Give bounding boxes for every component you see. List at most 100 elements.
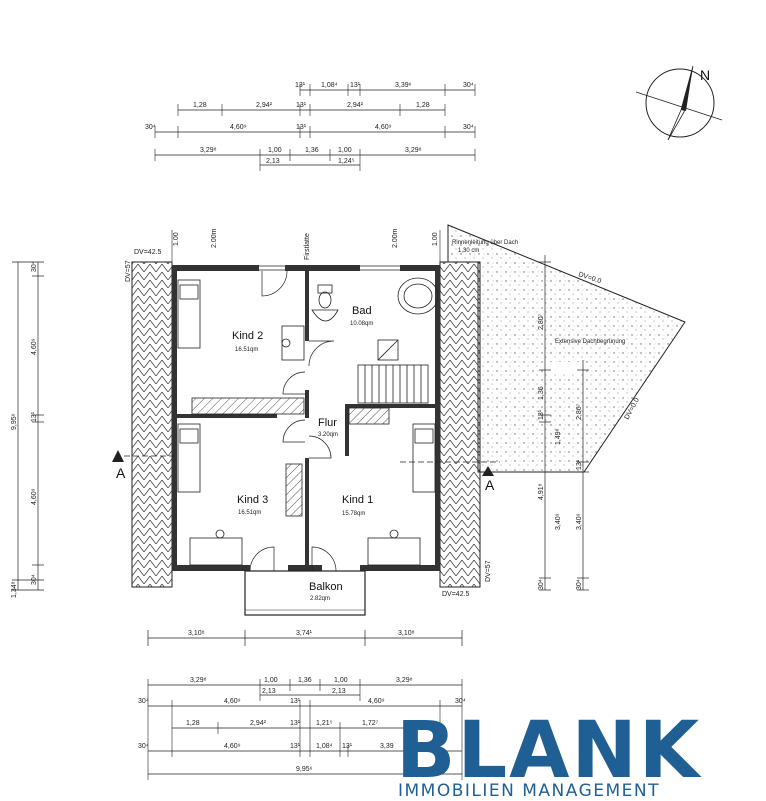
dim-label: 13¹ xyxy=(290,743,301,750)
room-flur-area: 3.20qm xyxy=(318,432,338,438)
green-roof-area: Extensive Dachbegrünung Rinnenleitung üb… xyxy=(447,224,686,473)
dim-label: 3,39 xyxy=(380,743,394,750)
dim-label: 1,34⁸ xyxy=(11,581,18,598)
dim-label: 13¹ xyxy=(350,82,361,89)
firstlatte-label: Firstlatte xyxy=(304,233,311,260)
dim-label: 3,29⁸ xyxy=(190,677,207,684)
balcony xyxy=(244,570,366,616)
dim-label: 30⁴ xyxy=(138,743,149,750)
dim-label: 9,95⁶ xyxy=(296,766,313,773)
room-balkon-area: 2.82qm xyxy=(310,596,330,602)
dim-label: 1,08⁴ xyxy=(316,743,333,750)
dim-label: 3,10⁸ xyxy=(188,630,205,637)
dv-bottom-right: DV=42.5 xyxy=(442,591,470,598)
dim-label: 13¹ xyxy=(296,124,307,131)
left-dimension-chains xyxy=(12,261,44,591)
roof-eaves: DV=57 DV=42.5 DV=57 DV=42.5 1.00 2.00m 2… xyxy=(125,228,492,598)
dim-label: 2,13 xyxy=(262,688,276,695)
dv-left: DV=57 xyxy=(125,260,132,282)
dim-label: 2,13 xyxy=(332,688,346,695)
section-a-left: A xyxy=(116,465,126,481)
dim-label: 1,28 xyxy=(186,720,200,727)
roof-note-1: Rinnenleitung über Dach xyxy=(452,240,518,246)
north-arrow-icon: N xyxy=(635,65,723,141)
dim-label: 13¹ xyxy=(31,411,38,422)
dim-label: 30⁴ xyxy=(463,124,474,131)
room-bad-area: 10.08qm xyxy=(350,321,373,327)
dim-label: 1,28 xyxy=(193,102,207,109)
dim-label: 30⁴ xyxy=(455,698,466,705)
dim-label: 4,60⁹ xyxy=(224,698,241,705)
dim-label: 13¹ xyxy=(290,720,301,727)
room-kind1-name: Kind 1 xyxy=(342,494,373,506)
right-dimension-labels: 2,80⁷ 1,36 13¹ 1,49⁶ 2,86⁷ 13¹ 4,91⁸ 3,4… xyxy=(538,313,583,590)
dim-label: 4,60⁹ xyxy=(31,338,38,355)
bottom-dimension-chains xyxy=(147,679,463,780)
dim-label: 1,00 xyxy=(268,147,282,154)
dim-label: 30⁴ xyxy=(463,82,474,89)
dim-label: 30⁴ xyxy=(576,579,583,590)
dim-label: 3,39⁶ xyxy=(395,82,412,89)
dim-label: 3,40⁹ xyxy=(576,513,583,530)
dv-right-bottom: DV=57 xyxy=(485,560,492,582)
eaves-dim: 1.00 xyxy=(432,232,439,246)
dim-label: 30⁴ xyxy=(138,698,149,705)
room-labels: Kind 2 16.51qm Bad 10.08qm Flur 3.20qm K… xyxy=(232,305,373,602)
windows xyxy=(259,265,400,271)
brand-tagline: IMMOBILIEN MANAGEMENT xyxy=(398,781,661,801)
room-kind3-area: 16.51qm xyxy=(238,510,261,516)
dim-label: 1,00 xyxy=(264,677,278,684)
dim-label: 1,36 xyxy=(538,386,545,400)
furniture xyxy=(177,277,439,566)
room-bad-name: Bad xyxy=(352,305,372,317)
dim-label: 1,36 xyxy=(298,677,312,684)
mid-bottom-chain xyxy=(147,630,463,646)
dim-label: 1,49⁶ xyxy=(555,428,562,445)
dim-label: 1,00 xyxy=(338,147,352,154)
dim-label: 4,60⁹ xyxy=(224,743,241,750)
dim-label: 4,60⁹ xyxy=(230,124,247,131)
room-kind1-area: 15.78qm xyxy=(342,511,365,517)
dim-label: 1,28 xyxy=(416,102,430,109)
dim-label: 1,24⁵ xyxy=(338,158,355,165)
bottom-dimension-labels: 3,29⁸ 1,00 1,36 1,00 3,29⁸ 2,13 2,13 30⁴… xyxy=(138,677,466,773)
dim-label: 30⁴ xyxy=(31,261,38,272)
room-kind3-name: Kind 3 xyxy=(237,494,268,506)
right-dimension-chains xyxy=(539,255,589,591)
section-a-right: A xyxy=(485,477,495,493)
dim-label: 2,86⁷ xyxy=(576,403,583,420)
dim-label: 13¹ xyxy=(290,698,301,705)
dim-label: 1,21⁵ xyxy=(316,720,333,727)
dim-label: 4,60⁹ xyxy=(375,124,392,131)
dim-label: 2,80⁷ xyxy=(538,313,545,330)
mid-bottom-labels: 3,10⁸ 3,74¹ 3,10⁸ xyxy=(188,630,415,637)
dim-label: 13¹ xyxy=(296,102,307,109)
dim-label: 3,40⁹ xyxy=(555,513,562,530)
walls xyxy=(172,265,440,571)
dim-label: 4,91⁸ xyxy=(538,483,545,500)
room-kind2-name: Kind 2 xyxy=(232,330,263,342)
dim-label: 9,95⁶ xyxy=(11,413,18,430)
dim-label: 30⁴ xyxy=(538,579,545,590)
roof-note-2: 1,30 cm xyxy=(458,248,479,254)
dim-label: 13¹ xyxy=(576,459,583,470)
eaves-dim: 1.00 xyxy=(173,232,180,246)
left-dimension-labels: 30⁴ 4,60⁹ 13¹ 4,60⁹ 30⁴ 9,95⁶ 1,34⁸ xyxy=(11,261,38,598)
dim-label: 2,94² xyxy=(256,102,273,109)
roof-green-label: Extensive Dachbegrünung xyxy=(555,339,625,345)
dim-label: 1,36 xyxy=(305,147,319,154)
section-markers: A A xyxy=(112,450,500,493)
dim-label: 13¹ xyxy=(342,743,353,750)
dim-label: 3,29⁸ xyxy=(405,147,422,154)
dim-label: 3,29⁸ xyxy=(200,147,217,154)
dim-label: 13¹ xyxy=(538,409,545,420)
dim-label: 4,60⁹ xyxy=(31,488,38,505)
dim-label: 1,72⁷ xyxy=(362,720,379,727)
room-flur-name: Flur xyxy=(318,417,337,429)
dim-label: 3,10⁸ xyxy=(398,630,415,637)
dv-top-left: DV=42.5 xyxy=(134,249,162,256)
room-balkon-name: Balkon xyxy=(309,581,343,593)
top-dimension-labels: 13¹ 1,08⁴ 13¹ 3,39⁶ 30⁴ 1,28 2,94² 13¹ 2… xyxy=(145,82,474,165)
